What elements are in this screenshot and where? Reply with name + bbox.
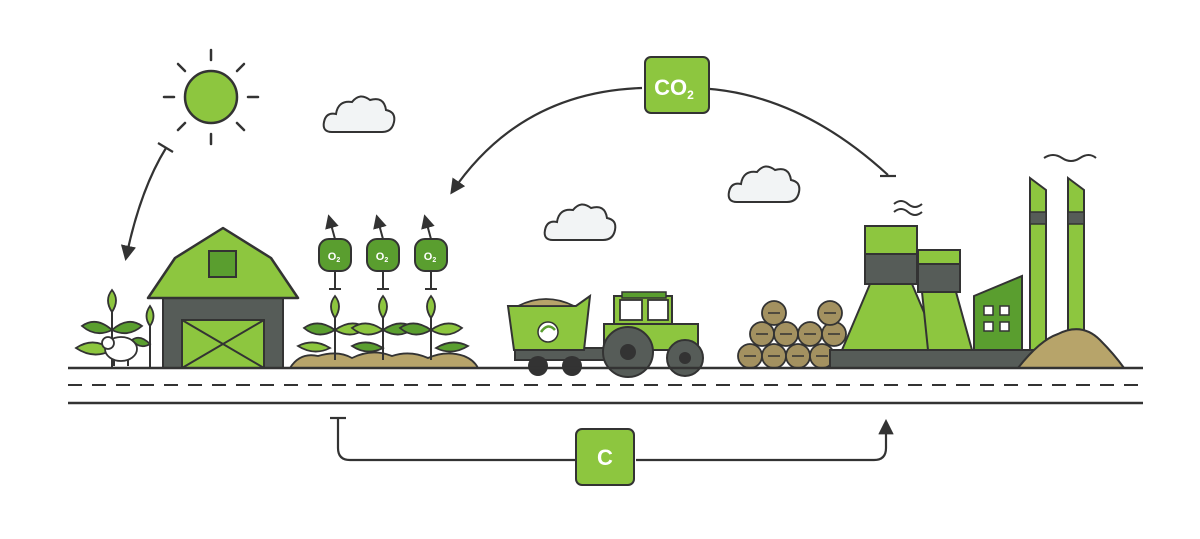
sun-icon: [162, 48, 260, 146]
carbon-label: C: [597, 445, 613, 470]
co2-label: CO: [654, 75, 687, 100]
carbon-badge: C: [575, 428, 635, 486]
road: [68, 366, 1143, 405]
o2-balloon: O2: [318, 214, 352, 290]
barn-icon: [146, 226, 300, 369]
logs-icon: [737, 300, 847, 369]
chimney-icon: [1029, 154, 1097, 351]
svg-text:CO2: CO2: [654, 75, 694, 102]
crop-field: [288, 294, 480, 369]
o2-balloon: O2: [366, 214, 400, 290]
svg-text:O2: O2: [328, 251, 341, 264]
co2-badge: CO2: [644, 56, 710, 114]
carbon-flow-arrow: [330, 416, 894, 462]
tractor-icon: [602, 291, 704, 378]
oxygen-release-group: O2 O2 O2: [318, 214, 448, 290]
svg-text:O2: O2: [424, 251, 437, 264]
plant-icon: [398, 294, 470, 360]
sheep-icon: [101, 336, 138, 366]
cloud-icon: [322, 95, 396, 133]
plant-icon: [74, 288, 155, 368]
svg-text:O2: O2: [376, 251, 389, 264]
cloud-icon: [727, 165, 801, 203]
cloud-icon: [543, 203, 617, 241]
sunlight-arrow: [120, 142, 174, 262]
factory-icon: [829, 200, 1035, 369]
co2-subscript: 2: [687, 88, 694, 102]
biomass-heap: [1015, 328, 1126, 369]
trailer-icon: [506, 293, 608, 376]
o2-balloon: O2: [414, 214, 448, 290]
